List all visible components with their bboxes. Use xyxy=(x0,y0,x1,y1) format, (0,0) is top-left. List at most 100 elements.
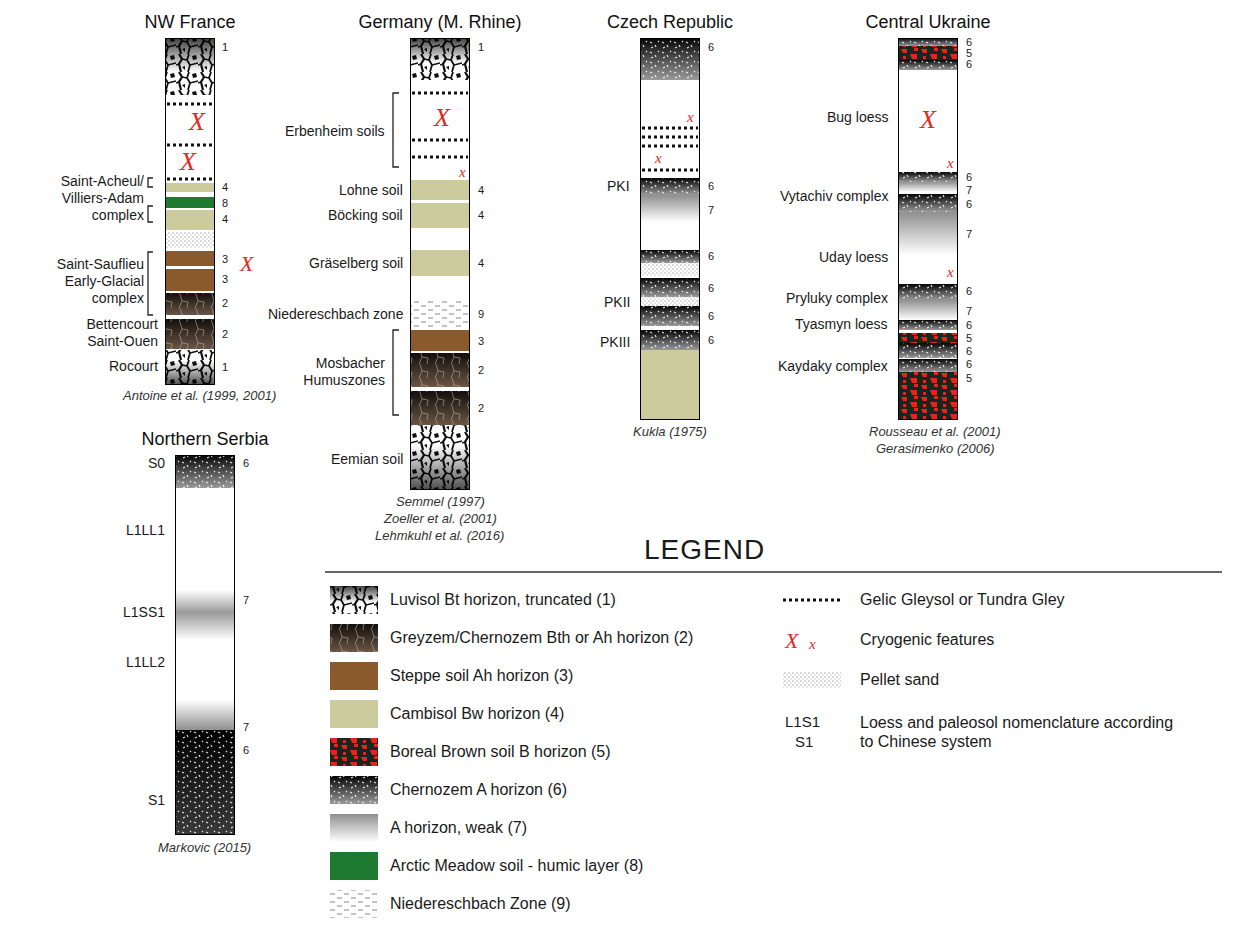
layer-name: PKII xyxy=(604,294,630,311)
citation: Kukla (1975) xyxy=(633,424,707,440)
cryogenic-symbol: x xyxy=(809,637,816,652)
legend-text: Luvisol Bt horizon, truncated (1) xyxy=(390,590,616,609)
nomenclature-sample: L1S1 xyxy=(785,713,820,731)
layer-number: 7 xyxy=(966,185,972,196)
layer-number: 6 xyxy=(243,458,249,469)
layer-name: Gräselberg soil xyxy=(309,255,403,272)
citation: Gerasimenko (2006) xyxy=(876,441,995,457)
cryogenic-symbol: x xyxy=(947,156,954,171)
layer-number: 6 xyxy=(966,199,972,210)
layer-name: Uday loess xyxy=(819,249,888,266)
layer-name: Lohne soil xyxy=(339,182,403,199)
column-title: Germany (M. Rhine) xyxy=(358,13,521,33)
citation: Rousseau et al. (2001) xyxy=(869,424,1001,440)
cryogenic-symbol: X xyxy=(920,107,936,133)
layer-number: 6 xyxy=(966,172,972,183)
layer-number: 6 xyxy=(708,181,714,192)
legend-swatch xyxy=(330,700,378,728)
soil-column: Northern Serbia xyxy=(175,455,235,835)
layer-name: Erbenheim soils xyxy=(285,123,385,140)
layer-number: 6 xyxy=(708,311,714,322)
citation: Semmel (1997) xyxy=(396,494,485,510)
layer-number: 5 xyxy=(966,373,972,384)
soil-column: Czech Republic xyxy=(640,38,700,420)
serbia-layers xyxy=(175,455,235,835)
cryogenic-symbol: x xyxy=(687,110,694,125)
legend-swatch xyxy=(330,852,378,880)
layer-number: 7 xyxy=(243,722,249,733)
layer-number: 6 xyxy=(966,320,972,331)
column-title: Northern Serbia xyxy=(141,430,268,450)
layer-name: S0 xyxy=(148,455,165,472)
legend-text: A horizon, weak (7) xyxy=(390,818,527,837)
layer-number: 6 xyxy=(966,59,972,70)
citation: Markovic (2015) xyxy=(158,840,251,856)
citation: Antoine et al. (1999, 2001) xyxy=(123,388,276,404)
layer-number: 4 xyxy=(222,214,228,225)
layer-name: Rocourt xyxy=(109,358,158,375)
layer-number: 6 xyxy=(708,42,714,53)
column-title: Czech Republic xyxy=(607,13,733,33)
legend-text: Boreal Brown soil B horizon (5) xyxy=(390,742,611,761)
layer-name: Eemian soil xyxy=(331,451,403,468)
layer-number: 6 xyxy=(966,37,972,48)
layer-number: 7 xyxy=(243,595,249,606)
layer-name: Bettencourt Saint-Ouen xyxy=(58,316,158,350)
layer-number: 2 xyxy=(222,298,228,309)
layer-number: 6 xyxy=(966,346,972,357)
layer-number: 9 xyxy=(478,309,484,320)
layer-number: 2 xyxy=(222,329,228,340)
nomenclature-sample: S1 xyxy=(795,733,813,751)
layer-number: 6 xyxy=(966,359,972,370)
legend-text: Pellet sand xyxy=(860,670,939,689)
layer-name: Saint-Acheul/ Villiers-Adam complex xyxy=(44,173,144,223)
column-title: NW France xyxy=(144,13,235,33)
layer-number: 4 xyxy=(478,258,484,269)
layer-number: 3 xyxy=(222,254,228,265)
legend-text: Arctic Meadow soil - humic layer (8) xyxy=(390,856,643,875)
layer-number: 5 xyxy=(966,48,972,59)
layer-name: Tyasmyn loess xyxy=(795,316,888,333)
layer-number: 6 xyxy=(708,251,714,262)
cryogenic-symbol: x xyxy=(655,151,662,166)
layer-number: 3 xyxy=(222,274,228,285)
legend-text: Niedereschbach Zone (9) xyxy=(390,894,571,913)
cryogenic-symbol: X xyxy=(180,149,196,175)
layer-number: 6 xyxy=(243,745,249,756)
layer-name: L1LL2 xyxy=(126,654,165,671)
layer-number: 2 xyxy=(478,403,484,414)
layer-number: 1 xyxy=(222,362,228,373)
layer-name: PKI xyxy=(607,178,630,195)
layer-number: 7 xyxy=(966,229,972,240)
layer-number: 6 xyxy=(966,286,972,297)
layer-name: L1LL1 xyxy=(126,522,165,539)
layer-name: PKIII xyxy=(600,334,630,351)
layer-name: Niedereschbach zone xyxy=(268,306,403,323)
legend-text: Cambisol Bw horizon (4) xyxy=(390,704,564,723)
germany-layers xyxy=(393,38,470,490)
soil-column: NW France xyxy=(165,38,215,385)
legend-text: Greyzem/Chernozem Bth or Ah horizon (2) xyxy=(390,628,693,647)
legend-text: Loess and paleosol nomenclature accordin… xyxy=(860,713,1180,751)
legend-samples xyxy=(325,572,1222,918)
layer-number: 4 xyxy=(222,182,228,193)
soil-column: Central Ukraine xyxy=(898,38,958,420)
layer-name: Saint-Sauflieu Early-Glacial complex xyxy=(34,256,144,306)
layer-number: 7 xyxy=(708,205,714,216)
nw-france-layers xyxy=(148,38,215,385)
cryogenic-symbol: x xyxy=(947,265,954,280)
legend-swatch xyxy=(330,662,378,690)
column-title: Central Ukraine xyxy=(865,13,990,33)
layer-number: 1 xyxy=(222,42,228,53)
layer-name: Mosbacher Humuszones xyxy=(285,355,385,389)
ukraine-layers xyxy=(898,38,958,420)
cryogenic-symbol: X xyxy=(785,630,798,652)
legend-text: Cryogenic features xyxy=(860,630,994,649)
cryogenic-symbol: X xyxy=(434,105,450,131)
layer-number: 7 xyxy=(966,306,972,317)
layer-name: Kaydaky complex xyxy=(778,358,888,375)
legend-text: Steppe soil Ah horizon (3) xyxy=(390,666,573,685)
layer-number: 3 xyxy=(478,336,484,347)
